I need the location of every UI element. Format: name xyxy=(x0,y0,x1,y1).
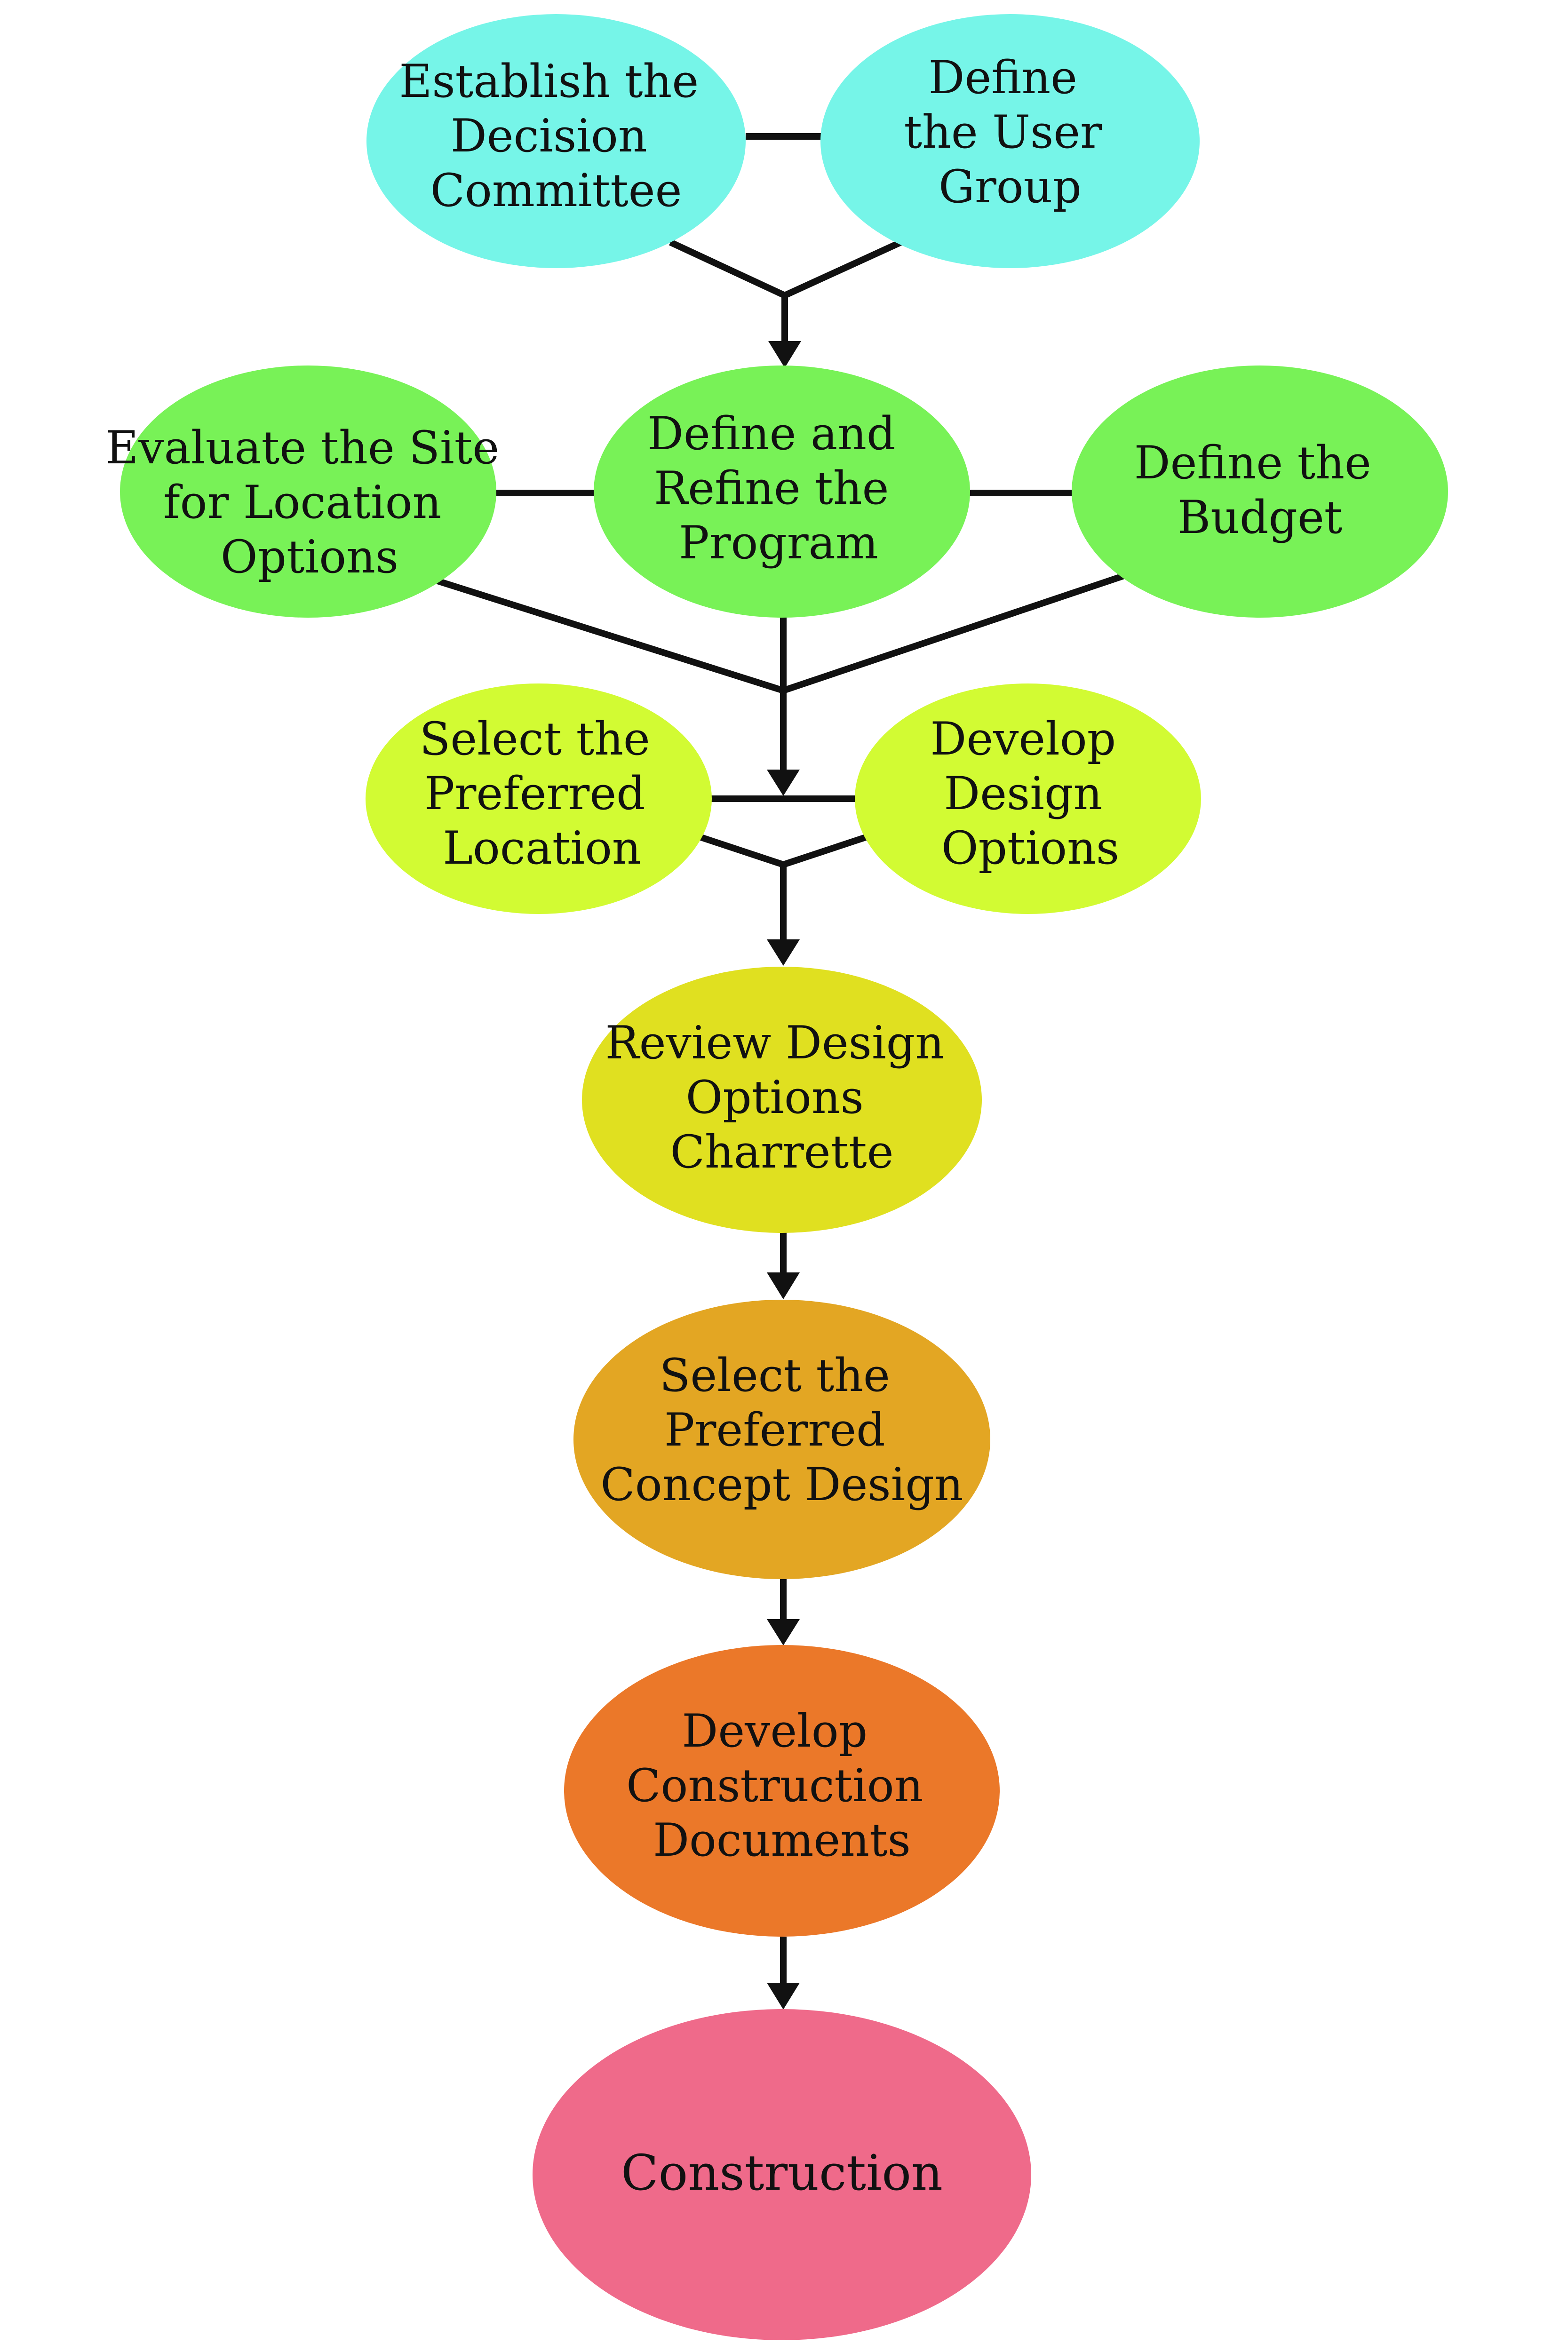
arrowhead-to-documents xyxy=(767,1619,800,1645)
node-label-line: Refine the xyxy=(654,462,889,515)
node-label-line: Define xyxy=(929,51,1077,104)
node-label-line: Develop xyxy=(930,713,1116,765)
node-label-line: Select the xyxy=(660,1349,890,1402)
arrowhead-to-program xyxy=(768,341,801,368)
svg-text:Establish the Decision: Establish the Decision Committee xyxy=(399,55,713,217)
node-shape xyxy=(573,1300,990,1579)
node-label-line: for Location xyxy=(163,476,441,529)
node-establish-decision-committee: Establish the Decision Committee xyxy=(366,14,746,268)
svg-text:Evaluate the Site for Lo: Evaluate the Site for Location Options xyxy=(105,421,513,583)
node-evaluate-site: Evaluate the Site for Location Options xyxy=(105,366,513,618)
node-shape xyxy=(366,14,746,268)
node-shape xyxy=(820,14,1200,268)
node-select-preferred-concept-design: Select the Preferred Concept Design xyxy=(573,1300,990,1579)
node-shape xyxy=(1072,366,1448,618)
node-label-line: Program xyxy=(679,516,878,569)
node-shape xyxy=(582,967,982,1233)
arrowhead-to-review xyxy=(767,939,800,966)
node-label-line: Charrette xyxy=(670,1126,893,1178)
node-label-line: Decision xyxy=(451,110,647,162)
node-label-line: Review Design xyxy=(605,1017,944,1069)
svg-text:Develop Construction: Develop Construction Documents xyxy=(626,1705,938,1867)
arrowhead-to-concept xyxy=(767,1272,800,1299)
node-label-line: Select the xyxy=(420,713,650,765)
arrowhead-to-row3 xyxy=(767,770,800,796)
node-review-design-options-charrette: Review Design Options Charrette xyxy=(582,967,982,1233)
svg-text:Define the Budget: Define the Budget xyxy=(1134,437,1386,544)
connectors xyxy=(436,133,1128,2010)
node-label-line: Develop xyxy=(682,1705,868,1757)
node-label-line: Construction xyxy=(626,1759,923,1812)
node-label-line: the User xyxy=(904,106,1102,159)
node-shape xyxy=(564,1645,1000,1937)
node-label-line: Construction xyxy=(621,2144,943,2201)
svg-text:Review Design Options: Review Design Options Charrette xyxy=(605,1017,958,1178)
node-refine-program: Define and Refine the Program xyxy=(594,366,970,618)
node-label-line: Define and xyxy=(647,407,895,460)
arrowhead-to-construction xyxy=(767,1983,800,2010)
svg-text:Define the User Gr: Define the User Group xyxy=(904,51,1116,213)
node-label-line: Documents xyxy=(653,1814,911,1867)
svg-text:Select the Preferred: Select the Preferred Location xyxy=(420,713,665,874)
node-label-line: Location xyxy=(443,822,641,874)
node-label-line: Group xyxy=(939,160,1082,213)
node-develop-construction-documents: Develop Construction Documents xyxy=(564,1645,1000,1937)
node-shape xyxy=(594,366,970,618)
node-label-line: Options xyxy=(221,531,398,583)
node-label-line: Evaluate the Site xyxy=(105,421,499,474)
node-define-budget: Define the Budget xyxy=(1072,366,1448,618)
node-label-line: Committee xyxy=(430,164,682,217)
node-label-line: Budget xyxy=(1178,491,1343,544)
merge-row1 xyxy=(669,239,902,299)
node-shape xyxy=(120,366,496,618)
node-label-line: Options xyxy=(941,822,1119,874)
node-shape xyxy=(855,683,1201,914)
node-label-line: Concept Design xyxy=(600,1458,963,1511)
node-define-user-group: Define the User Group xyxy=(820,14,1200,268)
svg-text:Define and Refine the: Define and Refine the Program xyxy=(647,407,910,569)
svg-text:Select the Preferred: Select the Preferred Concept Design xyxy=(600,1349,963,1511)
node-label-line: Preferred xyxy=(664,1404,885,1456)
node-shape xyxy=(533,2009,1031,2340)
svg-text:Construction: Construction xyxy=(621,2144,943,2201)
node-develop-design-options: Develop Design Options xyxy=(855,683,1201,914)
node-select-preferred-location: Select the Preferred Location xyxy=(366,683,712,914)
node-label-line: Preferred xyxy=(424,767,645,820)
svg-text:Develop Design Opt: Develop Design Options xyxy=(930,713,1130,874)
merge-row3 xyxy=(700,834,867,868)
node-label-line: Define the xyxy=(1134,437,1371,489)
node-label-line: Establish the xyxy=(399,55,699,108)
node-label-line: Options xyxy=(686,1071,864,1124)
node-label-line: Design xyxy=(944,767,1102,820)
node-shape xyxy=(366,683,712,914)
node-construction: Construction xyxy=(533,2009,1031,2340)
